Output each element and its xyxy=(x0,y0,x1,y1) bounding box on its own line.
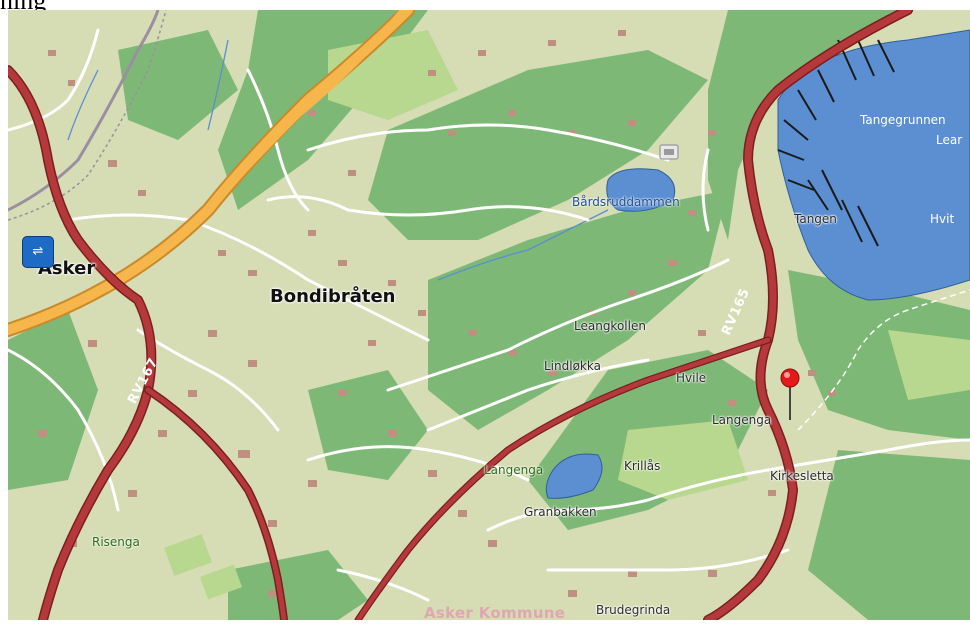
place-lindlokka[interactable]: Lindløkka xyxy=(544,359,601,373)
map-pin-icon[interactable] xyxy=(780,368,800,422)
place-tangegrunnen[interactable]: Tangegrunnen xyxy=(860,113,946,127)
map-canvas[interactable] xyxy=(8,10,970,620)
building-poi-icon[interactable] xyxy=(659,144,679,160)
bardsruddammen-lake xyxy=(606,168,676,212)
fjord-water xyxy=(777,29,970,301)
place-brudegrinda[interactable]: Brudegrinda xyxy=(596,603,671,617)
national-roads xyxy=(8,10,913,620)
place-kirkesletta[interactable]: Kirkesletta xyxy=(770,469,834,483)
place-granbakken[interactable]: Granbakken xyxy=(524,505,597,519)
place-lea[interactable]: Lear xyxy=(936,133,963,147)
place-bondibraten[interactable]: Bondibråten xyxy=(270,286,396,307)
place-hvit[interactable]: Hvit xyxy=(930,212,955,226)
municipality-label: Asker Kommune xyxy=(424,604,566,621)
lake-bardsruddammen[interactable]: Bårdsruddammen xyxy=(572,195,680,209)
place-leangkollen[interactable]: Leangkollen xyxy=(574,319,646,333)
place-krillas[interactable]: Krillås xyxy=(624,459,661,473)
piers xyxy=(777,39,895,247)
streams xyxy=(67,39,609,281)
place-langenga-east[interactable]: Langenga xyxy=(712,413,772,427)
place-hvile[interactable]: Hvile xyxy=(676,371,707,385)
railway xyxy=(8,10,167,221)
place-langenga-lake[interactable]: Langenga xyxy=(484,463,544,477)
langenga-lake xyxy=(545,453,603,499)
map-viewport[interactable]: Asker Bondibråten Tangegrunnen Lear Tang… xyxy=(8,10,970,620)
motorway xyxy=(8,10,415,337)
footpath-dashed xyxy=(797,289,970,431)
place-tangen[interactable]: Tangen xyxy=(794,212,837,226)
train-station-icon[interactable]: ⇌ xyxy=(22,236,54,268)
place-risenga[interactable]: Risenga xyxy=(92,535,140,549)
